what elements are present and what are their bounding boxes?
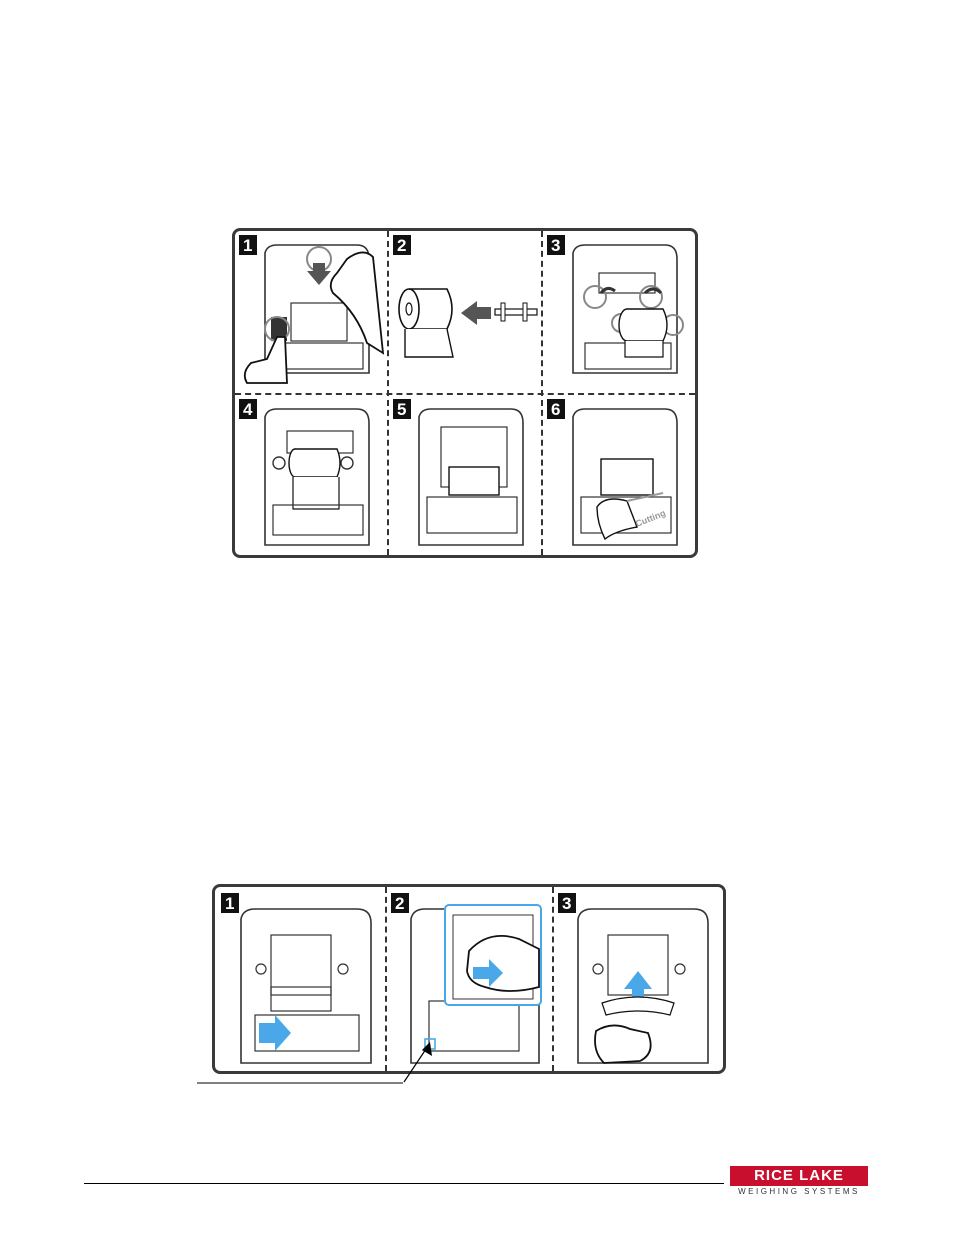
step-2-insert-shaft: 2 <box>391 233 539 389</box>
logo-tagline: WEIGHING SYSTEMS <box>730 1187 868 1196</box>
step-3-remove-paper: 3 <box>556 891 720 1069</box>
step-number: 2 <box>397 236 406 255</box>
paper-loading-figure: 1 2 3 <box>232 228 698 558</box>
divider <box>385 887 387 1071</box>
step-1-open-front: 1 <box>219 891 383 1069</box>
step-5-close-cover: 5 <box>391 397 539 553</box>
step-number: 4 <box>243 400 253 419</box>
step-number: 5 <box>397 400 406 419</box>
step-number: 2 <box>395 894 404 913</box>
step-number: 3 <box>551 236 560 255</box>
callout-arrow-icon <box>398 1040 438 1086</box>
divider <box>235 393 695 395</box>
step-number: 3 <box>562 894 571 913</box>
callout-leader-line <box>197 1078 417 1088</box>
cutting-label: Cutting <box>634 508 667 529</box>
step-4-pull-paper: 4 <box>237 397 385 553</box>
step-3-place-roll: 3 <box>545 233 693 389</box>
rice-lake-logo: RICE LAKE WEIGHING SYSTEMS <box>730 1166 868 1200</box>
step-number: 1 <box>225 894 234 913</box>
step-1-open-cover: 1 <box>237 233 385 389</box>
step-number: 1 <box>243 236 252 255</box>
step-number: 6 <box>551 400 560 419</box>
step-6-cut-paper: 6 Cutting <box>545 397 693 553</box>
divider <box>552 887 554 1071</box>
logo-wordmark: RICE LAKE <box>730 1166 868 1186</box>
cutter-release-figure: 1 2 3 <box>212 884 726 1074</box>
footer-rule <box>84 1183 724 1184</box>
